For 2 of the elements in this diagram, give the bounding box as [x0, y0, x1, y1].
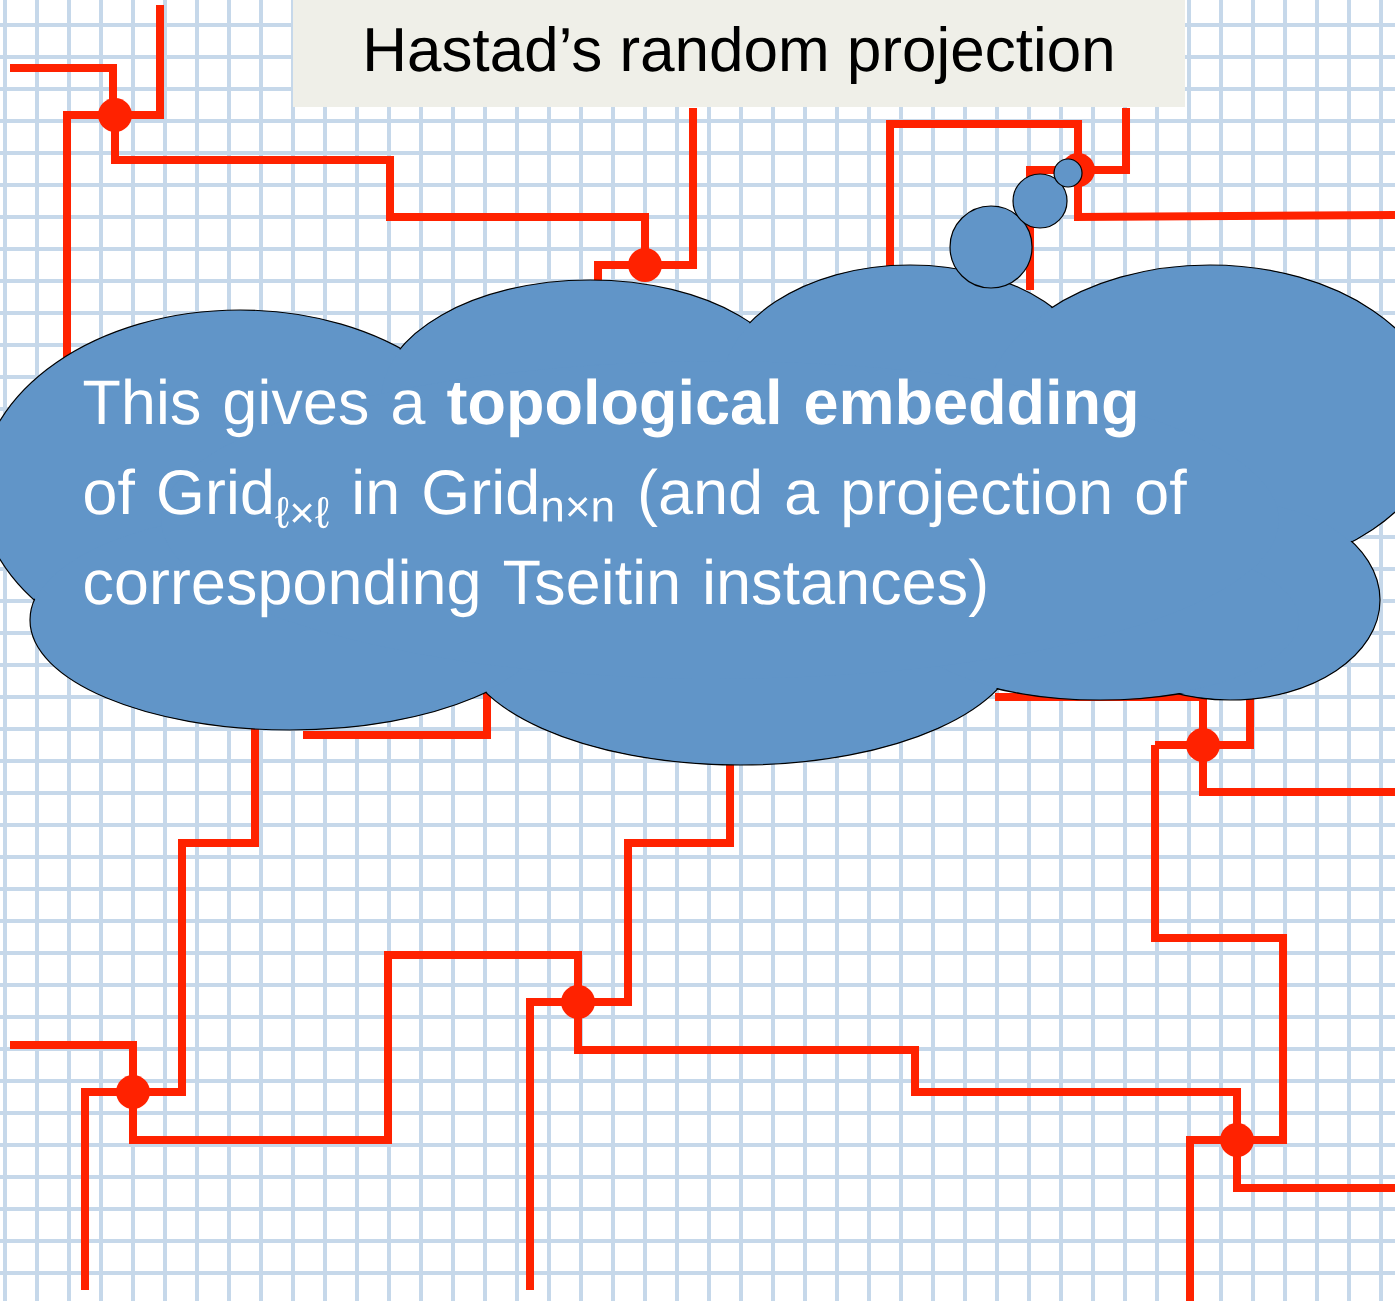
- thought-cloud: This gives a topological embedding of Grid$_{ℓ×ℓ}$ in Grid$_{n×n}$ (and a projection of corresponding Tseitin instances): [0, 158, 1395, 766]
- title-box: Hastad’s random projection: [293, 0, 1185, 107]
